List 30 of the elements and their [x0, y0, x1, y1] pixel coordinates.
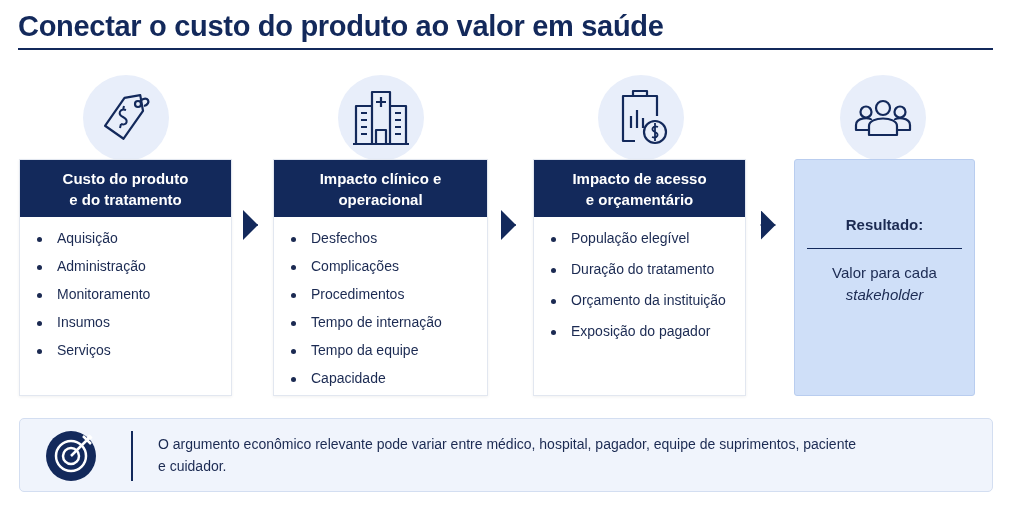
list-item: Administração — [57, 258, 146, 274]
result-text: Valor para cada stakeholder — [831, 263, 938, 305]
list-item: Tempo de internação — [311, 314, 442, 330]
list-item: Orçamento da instituição — [571, 292, 726, 308]
result-heading: Resultado: — [844, 216, 925, 233]
list-item: Tempo da equipe — [311, 342, 419, 358]
list-item: Desfechos — [311, 230, 378, 246]
card-header: Custo do produto e do tratamento — [20, 160, 231, 217]
list-item: Aquisição — [57, 230, 118, 246]
result-card — [794, 159, 975, 396]
list-item: Capacidade — [311, 370, 386, 386]
arrow — [500, 210, 517, 240]
list-item: Complicações — [311, 258, 399, 274]
card-header: Impacto de acesso e orçamentário — [534, 160, 745, 217]
stage-card — [19, 159, 232, 396]
note-text: O argumento econômico relevante pode variar entre médico, hospital, pagador, equipe de suprimentos, paciente e cuidador. — [158, 435, 858, 476]
list-item: Serviços — [57, 342, 111, 358]
list-item: População elegível — [571, 230, 690, 246]
list-item: Procedimentos — [311, 286, 405, 302]
stage-card — [533, 159, 746, 396]
stage-card — [273, 159, 488, 396]
list-item: Exposição do pagador — [571, 323, 711, 339]
card-header: Impacto clínico e operacional — [274, 160, 487, 217]
list-item: Duração do tratamento — [571, 261, 715, 277]
title: Conectar o custo do produto ao valor em saúde — [18, 10, 664, 43]
arrow — [759, 210, 777, 240]
note-panel — [19, 418, 993, 492]
arrow — [242, 210, 259, 240]
list-item: Monitoramento — [57, 286, 151, 302]
list-item: Insumos — [57, 314, 110, 330]
